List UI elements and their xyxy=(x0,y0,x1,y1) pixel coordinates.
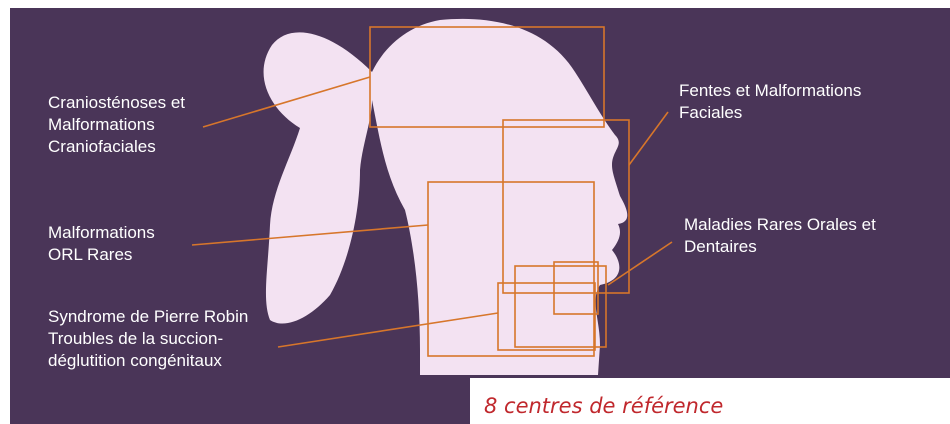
caption-centres: 8 centres de référence xyxy=(484,393,723,419)
label-orales: Maladies Rares Orales et Dentaires xyxy=(684,214,876,258)
label-fentes: Fentes et Malformations Faciales xyxy=(679,80,861,124)
label-craniostenoses: Craniosténoses et Malformations Craniofa… xyxy=(48,92,185,158)
label-orl: Malformations ORL Rares xyxy=(48,222,155,266)
label-pierre-robin: Syndrome de Pierre Robin Troubles de la … xyxy=(48,306,248,372)
